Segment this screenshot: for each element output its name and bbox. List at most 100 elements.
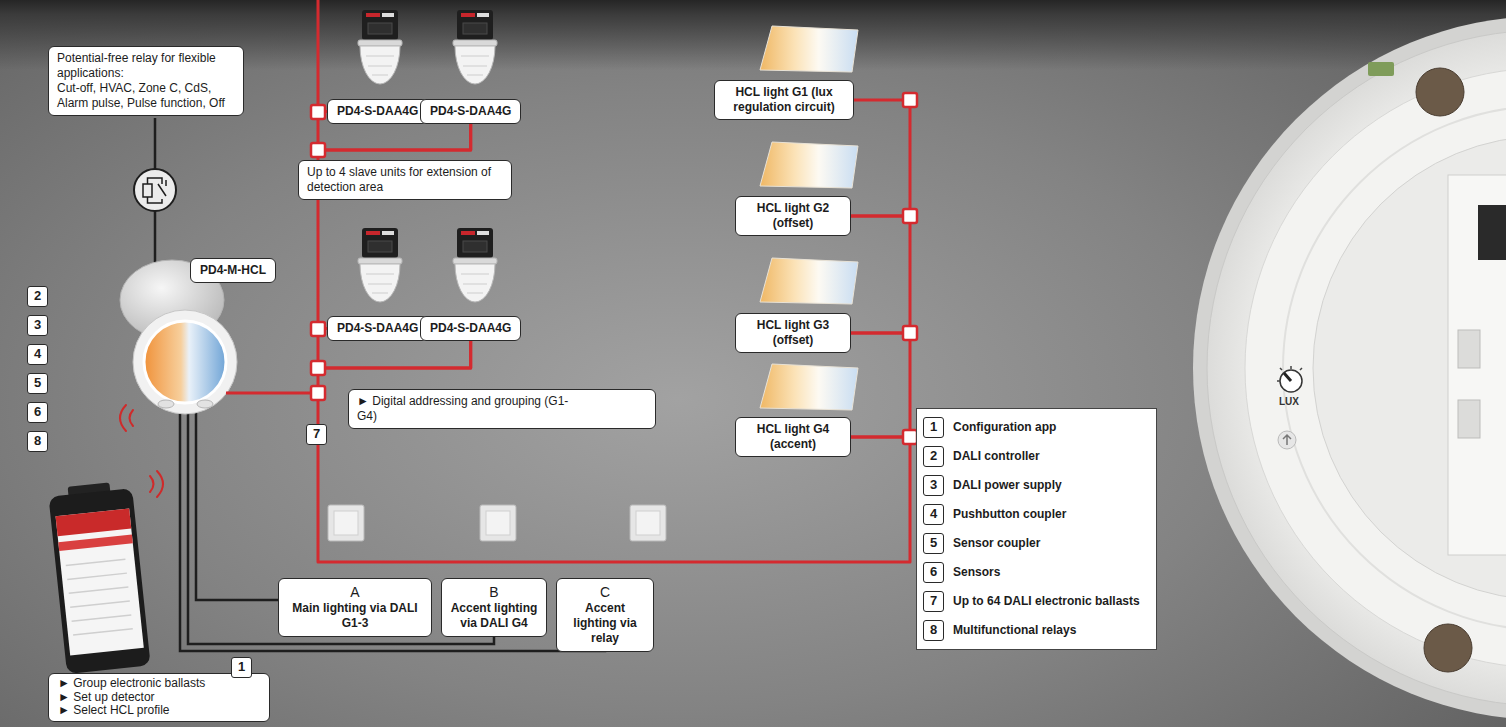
light-group-box: HCL light G3 (offset) bbox=[735, 313, 851, 353]
box-text: DALI controller bbox=[953, 442, 1140, 471]
callout-number: 2 bbox=[27, 286, 48, 307]
screw-socket bbox=[1416, 68, 1464, 116]
box-text: Main lighting via DALI G1-3 bbox=[285, 601, 425, 631]
callout-text: 7 bbox=[307, 425, 326, 443]
box-text: Multifunctional relays bbox=[953, 616, 1140, 645]
phone-app-bar bbox=[56, 509, 132, 537]
mode-box: AMain lighting via DALI G1-3 bbox=[278, 578, 432, 637]
box-text: ► Set up detector bbox=[58, 691, 260, 705]
detector-clip bbox=[158, 400, 174, 408]
callout-text: 2 bbox=[28, 287, 47, 305]
housing-ring bbox=[1283, 106, 1506, 630]
hcl-panel-icon bbox=[760, 364, 858, 410]
callout-text: 3 bbox=[28, 316, 47, 334]
ceiling-mount-photo bbox=[1193, 16, 1506, 720]
callout-number: 6 bbox=[923, 562, 944, 583]
box-text: Up to 64 DALI electronic ballasts bbox=[953, 587, 1140, 616]
junction-group bbox=[311, 93, 917, 444]
junction bbox=[311, 361, 325, 375]
junction bbox=[311, 143, 325, 157]
box-text: ► Digital addressing and grouping (G1-G4… bbox=[357, 394, 579, 424]
slave-sensor-box: PD4-S-DAA4G bbox=[327, 316, 428, 341]
box-text: Up to 4 slave units for extension of det… bbox=[307, 165, 503, 195]
box-text: PD4-M-HCL bbox=[200, 263, 266, 278]
slave-sensor-box: PD4-S-DAA4G bbox=[420, 99, 521, 124]
screw-socket bbox=[1424, 624, 1472, 672]
box-text: PD4-S-DAA4G bbox=[337, 321, 418, 336]
box-text: C bbox=[563, 584, 647, 601]
pushbuttons bbox=[328, 505, 666, 541]
callout-number: 5 bbox=[27, 373, 48, 394]
callout-text: 3 bbox=[924, 476, 943, 494]
callout-number: 8 bbox=[923, 620, 944, 641]
master-detector bbox=[120, 260, 237, 414]
junction bbox=[311, 322, 325, 336]
light-group-box: HCL light G4 (accent) bbox=[735, 417, 851, 457]
wireless-waves bbox=[120, 405, 163, 497]
phone-app-tab bbox=[58, 534, 133, 551]
callout-text: 6 bbox=[28, 403, 47, 421]
hcl-panel-icon bbox=[760, 142, 858, 188]
junction bbox=[311, 386, 325, 400]
callout-number: 8 bbox=[27, 431, 48, 452]
mode-box: BAccent lighting via DALI G4 bbox=[441, 578, 547, 637]
callout-number: 3 bbox=[923, 475, 944, 496]
detector-clip bbox=[197, 400, 213, 408]
pushbutton-icon bbox=[328, 505, 364, 541]
callout-text: 5 bbox=[924, 534, 943, 552]
dali-bus-connector bbox=[851, 333, 910, 437]
phone-screen bbox=[56, 509, 144, 656]
device-label: PD4-M-HCL bbox=[190, 258, 276, 283]
box-text: HCL light G2 (offset) bbox=[744, 201, 842, 231]
junction bbox=[903, 430, 917, 444]
relay-note: Potential-free relay for flexible applic… bbox=[48, 46, 244, 116]
callout-number: 1 bbox=[923, 417, 944, 438]
bus-line bbox=[226, 392, 318, 395]
housing-ring bbox=[1245, 68, 1506, 668]
slave-sensor-box: PD4-S-DAA4G bbox=[420, 316, 521, 341]
relay-symbol bbox=[134, 169, 176, 211]
lux-dial bbox=[1280, 370, 1302, 392]
callout-number: 1 bbox=[231, 657, 252, 678]
housing-plate bbox=[1207, 30, 1506, 706]
hcl-panel-icon bbox=[760, 258, 858, 304]
callout-number: 5 bbox=[923, 533, 944, 554]
arrow-button bbox=[1278, 431, 1296, 449]
junction bbox=[903, 326, 917, 340]
dali-bus-connector bbox=[318, 124, 471, 329]
bus-line bbox=[317, 0, 320, 112]
hcl-panel-icon bbox=[760, 26, 858, 72]
note-box: Up to 4 slave units for extension of det… bbox=[298, 160, 512, 200]
box-text: ► Select HCL profile bbox=[58, 704, 260, 718]
box-text: PD4-S-DAA4G bbox=[337, 104, 418, 119]
light-group-box: HCL light G1 (lux regulation circuit) bbox=[714, 80, 854, 120]
box-text: HCL light G3 (offset) bbox=[744, 318, 842, 348]
dali-bus-connector bbox=[851, 100, 910, 216]
junction bbox=[311, 105, 325, 119]
wire bbox=[196, 412, 278, 600]
detector-body bbox=[133, 310, 237, 414]
sensor-icon bbox=[453, 228, 497, 302]
callout-text: 5 bbox=[28, 374, 47, 392]
relay-contact bbox=[148, 178, 167, 203]
box-text: HCL light G1 (lux regulation circuit) bbox=[723, 85, 845, 115]
junction bbox=[903, 93, 917, 107]
phone-body bbox=[49, 488, 151, 674]
box-text: PD4-S-DAA4G bbox=[430, 104, 511, 119]
box-text: Pushbutton coupler bbox=[953, 500, 1140, 529]
housing-center bbox=[1313, 136, 1506, 600]
slave-sensor-box: PD4-S-DAA4G bbox=[327, 99, 428, 124]
callout-text: 6 bbox=[924, 563, 943, 581]
wave bbox=[157, 471, 163, 497]
callout-number: 3 bbox=[27, 315, 48, 336]
dali-bus-connector bbox=[318, 341, 910, 562]
mount-terminal bbox=[1478, 205, 1506, 260]
mount-slot bbox=[1458, 330, 1480, 368]
junction bbox=[903, 209, 917, 223]
box-text: Potential-free relay for flexible applic… bbox=[57, 51, 235, 81]
callout-text: 1 bbox=[924, 418, 943, 436]
callout-number: 6 bbox=[27, 402, 48, 423]
detector-lens bbox=[144, 321, 226, 403]
box-text: Sensors bbox=[953, 558, 1140, 587]
